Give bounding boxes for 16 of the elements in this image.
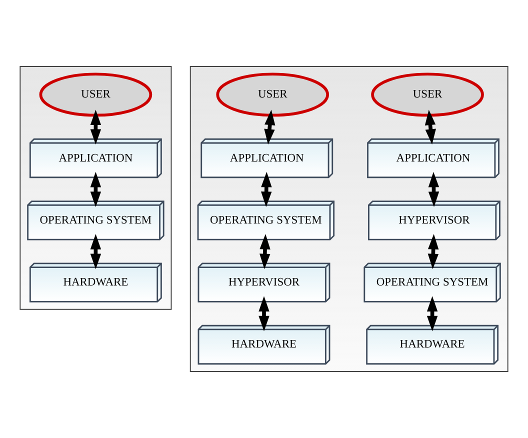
arrow [258,296,270,332]
arrow [428,234,439,270]
arrow [90,234,102,270]
cluster [20,66,172,310]
arrow [426,296,438,332]
node-ellipse: USER [39,72,152,117]
arrow [90,110,102,145]
arrow [428,172,440,207]
arrow [260,172,272,207]
arrow [260,234,270,270]
arrow [90,172,102,207]
arrow [424,110,436,145]
cluster [190,66,508,372]
arrow [264,110,276,145]
node-ellipse: USER [216,72,330,117]
node-ellipse: USER [371,72,484,117]
